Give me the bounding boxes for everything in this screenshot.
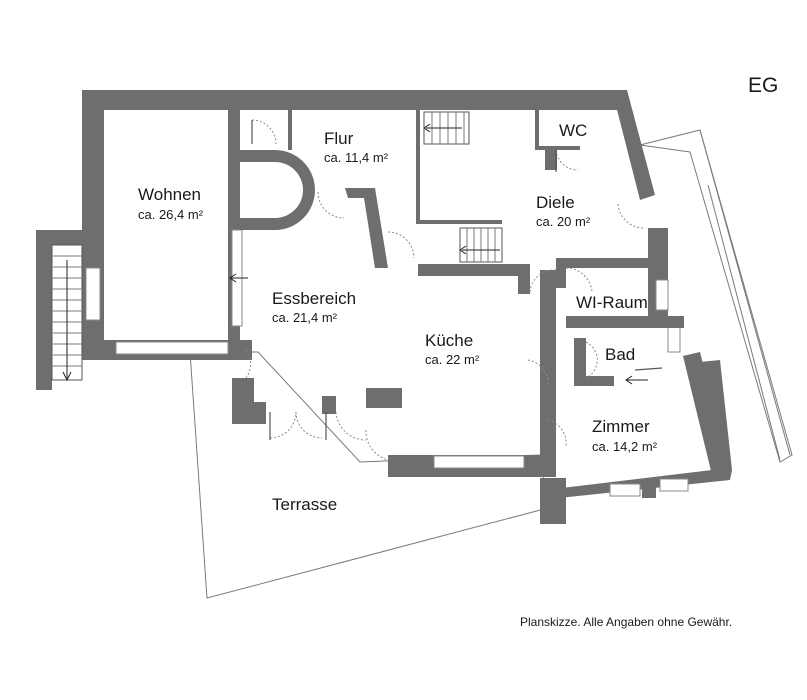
interior-walls	[240, 110, 684, 386]
side-deck-inner-edge	[707, 184, 781, 461]
room-name-wi-raum: WI-Raum	[576, 293, 648, 312]
stairs-outside-left	[36, 230, 83, 390]
room-name-bad: Bad	[605, 345, 635, 364]
room-area-zimmer: ca. 14,2 m²	[592, 439, 658, 454]
room-name-zimmer: Zimmer	[592, 417, 650, 436]
room-area-flur: ca. 11,4 m²	[324, 150, 389, 165]
room-name-flur: Flur	[324, 129, 354, 148]
doors	[229, 119, 663, 461]
room-area-wohnen: ca. 26,4 m²	[138, 207, 204, 222]
room-name-essbereich: Essbereich	[272, 289, 356, 308]
room-area-kueche: ca. 22 m²	[425, 352, 480, 367]
windows	[85, 229, 689, 497]
room-name-terrasse: Terrasse	[272, 495, 337, 514]
side-deck-outline	[639, 129, 793, 463]
room-name-diele: Diele	[536, 193, 575, 212]
room-area-diele: ca. 20 m²	[536, 214, 591, 229]
room-name-kueche: Küche	[425, 331, 473, 350]
room-name-wc: WC	[559, 121, 587, 140]
stairs-diele	[459, 227, 503, 263]
disclaimer: Planskizze. Alle Angaben ohne Gewähr.	[520, 615, 732, 629]
floor-label: EG	[748, 74, 778, 97]
side-deck-edge	[699, 129, 791, 456]
stairs-flur-top	[423, 111, 470, 145]
room-area-essbereich: ca. 21,4 m²	[272, 310, 338, 325]
room-name-wohnen: Wohnen	[138, 185, 201, 204]
